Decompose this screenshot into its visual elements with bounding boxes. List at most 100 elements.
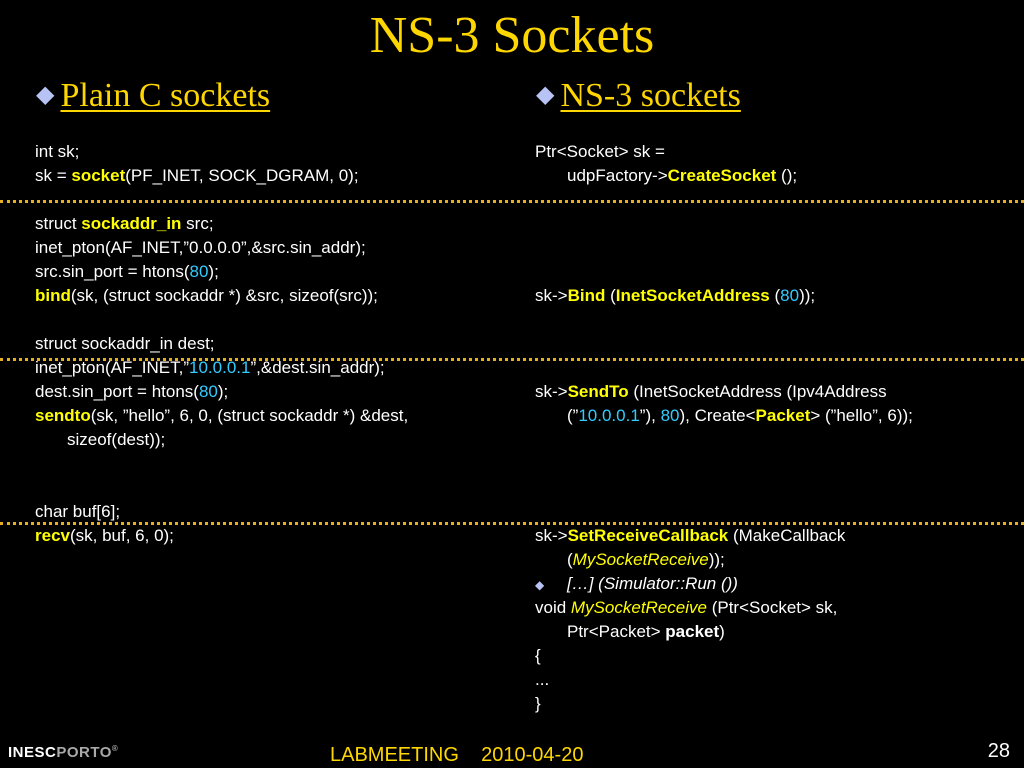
code-text: (PF_INET, SOCK_DGRAM, 0); (125, 166, 359, 185)
code-line: sk->SendTo (InetSocketAddress (Ipv4Addre… (535, 380, 913, 404)
diamond-bullet-icon: ◆ (536, 82, 555, 108)
code-text: (MakeCallback (728, 526, 846, 545)
heading-label: Plain C sockets (60, 77, 271, 114)
code-text: struct sockaddr_in dest; (35, 334, 215, 353)
code-line: ... (535, 668, 913, 692)
page-number: 28 (987, 740, 1010, 762)
code-text: )); (708, 550, 725, 569)
code-text: inet_pton(AF_INET,”0.0.0.0”,&src.sin_add… (35, 238, 366, 257)
code-line: inet_pton(AF_INET,”10.0.0.1”,&dest.sin_a… (35, 356, 408, 380)
code-line: recv(sk, buf, 6, 0); (35, 524, 408, 548)
code-keyword: sendto (35, 406, 91, 425)
blank-line (35, 452, 408, 476)
code-text: )); (799, 286, 816, 305)
code-line: inet_pton(AF_INET,”0.0.0.0”,&src.sin_add… (35, 236, 408, 260)
code-text: (” (567, 406, 579, 425)
code-italic-text: […] (Simulator::Run ()) (567, 574, 738, 593)
inesc-porto-logo: INESCPORTO® (8, 744, 118, 761)
code-text: ) (719, 622, 725, 641)
code-line: int sk; (35, 140, 408, 164)
code-text: (Ptr<Socket> sk, (706, 598, 838, 617)
plain-c-code-block: int sk; sk = socket(PF_INET, SOCK_DGRAM,… (35, 140, 408, 548)
code-line: sizeof(dest)); (35, 428, 408, 452)
code-line: char buf[6]; (35, 500, 408, 524)
logo-text: PORTO (56, 744, 112, 761)
code-keyword: SetReceiveCallback (567, 526, 729, 545)
code-text: sk = (35, 166, 72, 185)
code-text: dest.sin_port = htons( (35, 382, 199, 401)
code-line: struct sockaddr_in src; (35, 212, 408, 236)
code-text: Ptr<Socket> sk = (535, 142, 665, 161)
blank-line (35, 308, 408, 332)
code-text: ( (769, 286, 781, 305)
code-text: } (535, 694, 541, 713)
code-line: sk = socket(PF_INET, SOCK_DGRAM, 0); (35, 164, 408, 188)
code-line: udpFactory->CreateSocket (); (535, 164, 913, 188)
code-text: { (535, 646, 541, 665)
code-number: 80 (189, 262, 209, 281)
code-text: ); (208, 262, 219, 281)
code-line: src.sin_port = htons(80); (35, 260, 408, 284)
diamond-bullet-icon: ◆ (36, 82, 55, 108)
blank-line (535, 260, 913, 284)
code-keyword: socket (71, 166, 126, 185)
blank-line (535, 212, 913, 236)
code-number: 80 (660, 406, 680, 425)
code-line: void MySocketReceive (Ptr<Socket> sk, (535, 596, 913, 620)
heading-ns3-sockets: ◆NS-3 sockets (536, 74, 741, 117)
blank-line (35, 188, 408, 212)
code-text: sk-> (535, 382, 568, 401)
code-line: ◆ […] (Simulator::Run ()) (535, 572, 913, 596)
code-bold-text: packet (665, 622, 720, 641)
code-text: struct (35, 214, 82, 233)
code-keyword: CreateSocket (667, 166, 777, 185)
code-number: 10.0.0.1 (578, 406, 640, 425)
code-italic-keyword: MySocketReceive (572, 550, 709, 569)
code-text: ), Create< (679, 406, 756, 425)
blank-line (535, 308, 913, 332)
code-text: ... (535, 670, 550, 689)
logo-text: INESC (8, 744, 57, 761)
registered-mark: ® (111, 744, 119, 753)
code-text: src; (181, 214, 214, 233)
code-text: ); (217, 382, 229, 401)
blank-line (535, 452, 913, 476)
blank-line (535, 428, 913, 452)
code-number: 80 (780, 286, 800, 305)
code-text: udpFactory-> (567, 166, 668, 185)
code-text: char buf[6]; (35, 502, 121, 521)
diamond-bullet-icon: ◆ (535, 578, 545, 592)
code-line: sendto(sk, ”hello”, 6, 0, (struct sockad… (35, 404, 408, 428)
code-text: int sk; (35, 142, 80, 161)
code-number: 10.0.0.1 (189, 358, 251, 377)
ns3-code-block: Ptr<Socket> sk = udpFactory->CreateSocke… (535, 140, 913, 716)
code-text: (); (776, 166, 798, 185)
blank-line (535, 356, 913, 380)
code-line: bind(sk, (struct sockaddr *) &src, sizeo… (35, 284, 408, 308)
blank-line (535, 476, 913, 500)
code-keyword: recv (35, 526, 70, 545)
code-text: sk-> (535, 526, 568, 545)
code-text: (sk, (struct sockaddr *) &src, sizeof(sr… (70, 286, 378, 305)
code-line: { (535, 644, 913, 668)
code-text: > (”hello”, 6)); (810, 406, 913, 425)
code-text: ( (605, 286, 616, 305)
code-number: 80 (198, 382, 218, 401)
code-text: ”), (639, 406, 661, 425)
heading-label: NS-3 sockets (560, 77, 741, 114)
code-keyword: bind (35, 286, 71, 305)
heading-plain-c-sockets: ◆Plain C sockets (36, 74, 270, 117)
footer-text: LABMEETING 2010-04-20 (330, 744, 584, 766)
code-italic-keyword: MySocketReceive (570, 598, 707, 617)
slide-title: NS-3 Sockets (369, 7, 655, 64)
code-text: sizeof(dest)); (67, 430, 166, 449)
code-text: (InetSocketAddress (Ipv4Address (628, 382, 887, 401)
code-text: ( (567, 550, 573, 569)
code-line: sk->Bind (InetSocketAddress (80)); (535, 284, 913, 308)
code-keyword: InetSocketAddress (615, 286, 770, 305)
code-line: (”10.0.0.1”), 80), Create<Packet> (”hell… (535, 404, 913, 428)
blank-line (535, 188, 913, 212)
code-keyword: Bind (567, 286, 606, 305)
code-line: dest.sin_port = htons(80); (35, 380, 408, 404)
code-line: Ptr<Packet> packet) (535, 620, 913, 644)
